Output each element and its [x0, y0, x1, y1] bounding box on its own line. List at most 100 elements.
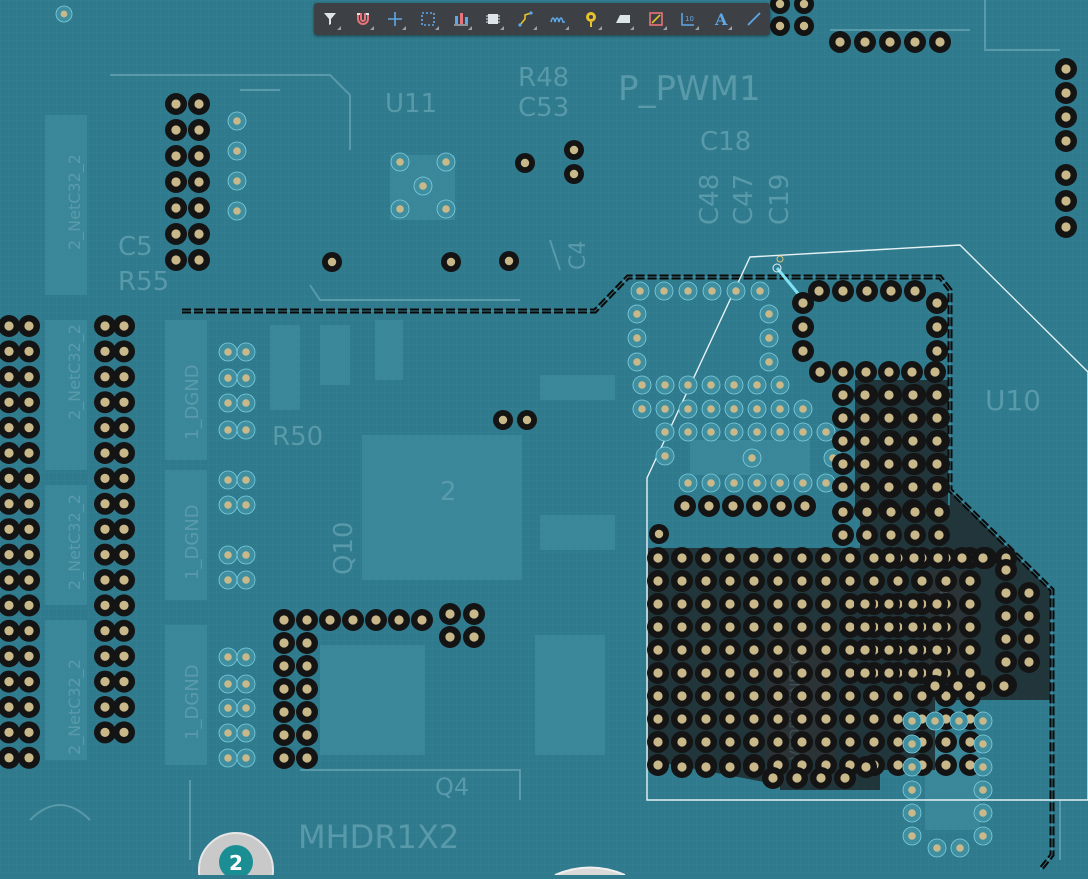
- pad-drill: [677, 737, 687, 747]
- pad-drill: [776, 405, 784, 413]
- component-button[interactable]: [481, 7, 505, 31]
- pad-drill: [773, 553, 783, 563]
- pad-drill: [862, 530, 872, 540]
- route-button[interactable]: [514, 7, 538, 31]
- keepout-button[interactable]: [644, 7, 668, 31]
- pad-drill: [798, 298, 808, 308]
- pads-layer: [0, 0, 1077, 858]
- dimension-button[interactable]: 10: [676, 7, 700, 31]
- pad-drill: [119, 473, 129, 484]
- pad-drill: [653, 691, 663, 701]
- pad-drill: [701, 645, 711, 655]
- pad-drill: [653, 714, 663, 724]
- pad-drill: [860, 482, 870, 492]
- pad-drill: [100, 600, 110, 611]
- pad-drill: [1001, 657, 1011, 667]
- pad-drill: [704, 501, 714, 511]
- pad-drill: [242, 576, 250, 584]
- pad-drill: [279, 661, 289, 671]
- pad-drill: [224, 348, 232, 356]
- pad-drill: [100, 676, 110, 687]
- pad-drill: [821, 599, 831, 609]
- line-button[interactable]: [742, 7, 766, 31]
- pad-drill: [194, 177, 204, 187]
- pad-drill: [908, 809, 916, 817]
- pad-drill: [224, 729, 232, 737]
- pad-drill: [100, 422, 110, 433]
- pad-drill: [119, 702, 129, 712]
- text-button[interactable]: A: [709, 7, 733, 31]
- place-button[interactable]: [383, 7, 407, 31]
- pad-drill: [908, 390, 918, 400]
- pad-drill: [224, 653, 232, 661]
- snap-button[interactable]: [351, 7, 375, 31]
- select-button[interactable]: [416, 7, 440, 31]
- pad-drill: [979, 717, 987, 725]
- pad-drill: [860, 436, 870, 446]
- pad-drill: [1001, 611, 1011, 621]
- pad-drill: [24, 676, 34, 687]
- pad-drill: [233, 207, 241, 215]
- pad-drill: [24, 575, 34, 585]
- pad-drill: [838, 413, 848, 423]
- pad-drill: [860, 645, 870, 655]
- pad-drill: [100, 727, 110, 738]
- svg-text:1_DGND: 1_DGND: [182, 664, 203, 740]
- pad-drill: [224, 426, 232, 434]
- text-icon: A: [714, 10, 728, 28]
- pad-drill: [24, 422, 34, 433]
- via-button[interactable]: [579, 7, 603, 31]
- align-button[interactable]: [449, 7, 473, 31]
- pad-drill: [835, 37, 845, 47]
- pad-drill: [24, 321, 34, 331]
- pad-drill: [242, 551, 250, 559]
- pad-drill: [654, 529, 664, 539]
- pad-drill: [1061, 112, 1071, 122]
- pad-drill: [845, 553, 855, 563]
- pad-drill: [325, 615, 335, 625]
- pad-drill: [100, 372, 110, 382]
- pad-drill: [884, 599, 894, 609]
- component-bodies: [45, 115, 980, 830]
- pad-drill: [776, 428, 784, 436]
- pad-drill: [4, 524, 14, 534]
- designator-marker[interactable]: 2: [198, 832, 274, 879]
- pad-drill: [932, 622, 942, 632]
- svg-text:R48: R48: [518, 63, 569, 93]
- pad-drill: [908, 740, 916, 748]
- pad-drill: [773, 668, 783, 678]
- svg-text:C53: C53: [518, 93, 569, 123]
- pad-drill: [775, 21, 785, 31]
- pad-drill: [677, 553, 687, 563]
- pad-drill: [24, 473, 34, 484]
- pad-drill: [171, 177, 181, 187]
- pad-drill: [749, 668, 759, 678]
- pad-drill: [24, 651, 34, 661]
- svg-text:MHDR1X2: MHDR1X2: [298, 818, 459, 856]
- pad-drill: [638, 381, 646, 389]
- pad-drill: [797, 645, 807, 655]
- select-rect-icon: [421, 12, 435, 26]
- filter-button[interactable]: [318, 7, 342, 31]
- pad-drill: [680, 501, 690, 511]
- pad-drill: [233, 177, 241, 185]
- polygon-button[interactable]: [611, 7, 635, 31]
- pad-drill: [908, 717, 916, 725]
- pad-drill: [799, 21, 809, 31]
- pad-drill: [396, 205, 404, 213]
- pad-drill: [965, 645, 975, 655]
- tune-button[interactable]: [546, 7, 570, 31]
- pad-drill: [860, 599, 870, 609]
- pad-drill: [999, 681, 1009, 691]
- pad-drill: [821, 691, 831, 701]
- pad-drill: [955, 717, 963, 725]
- pad-drill: [660, 287, 668, 295]
- pad-drill: [884, 367, 894, 377]
- pad-drill: [119, 499, 129, 509]
- pad-drill: [935, 37, 945, 47]
- pad-drill: [653, 668, 663, 678]
- pad-drill: [893, 760, 903, 770]
- pad-drill: [869, 576, 879, 586]
